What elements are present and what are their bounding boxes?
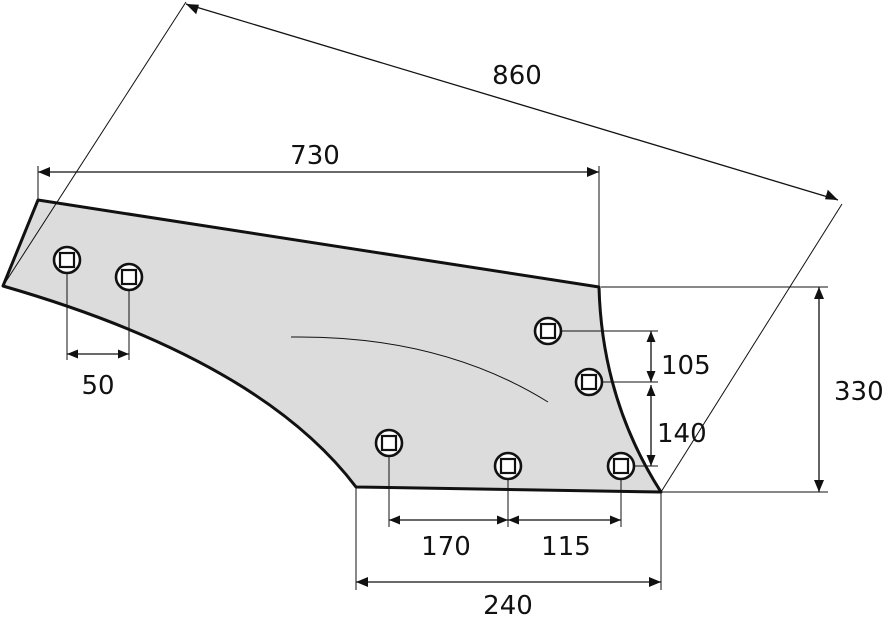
- bolt-hole: [606, 451, 636, 481]
- bolt-holes: [52, 245, 636, 481]
- bolt-hole: [374, 428, 404, 458]
- dimension-860: 860: [2, 1, 843, 493]
- dimension-label-140: 140: [657, 419, 707, 449]
- bolt-hole: [533, 316, 563, 346]
- bolt-hole: [493, 451, 523, 481]
- plate-outline: [1, 198, 663, 494]
- dimension-label-330: 330: [834, 377, 884, 407]
- dimension-50: 50: [66, 273, 130, 401]
- surface-curve: [290, 336, 549, 403]
- dimension-label-860: 860: [492, 61, 542, 91]
- dimension-label-240: 240: [483, 591, 533, 618]
- dimension-label-730: 730: [290, 141, 340, 171]
- dimension-label-105: 105: [661, 351, 711, 381]
- bolt-hole: [52, 245, 82, 275]
- dimension-730: 730: [37, 141, 600, 287]
- dimension-240: 240: [355, 487, 662, 618]
- dimension-label-115: 115: [541, 532, 591, 562]
- dimension-115: 115: [508, 479, 622, 562]
- dimension-170: 170: [388, 456, 509, 562]
- dimension-330: 330: [601, 286, 884, 493]
- dimension-label-170: 170: [421, 532, 471, 562]
- dimension-140: 140: [634, 385, 707, 467]
- bolt-hole: [574, 367, 604, 397]
- dimension-105: 105: [561, 330, 711, 383]
- dimension-label-50: 50: [81, 371, 114, 401]
- bolt-hole: [114, 262, 144, 292]
